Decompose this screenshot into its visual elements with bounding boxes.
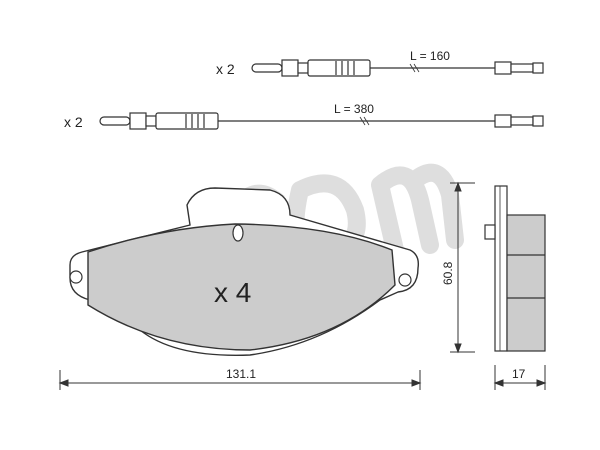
thickness-value: 17 [512,367,526,381]
wear-indicator [232,224,244,242]
right-mount-hole [398,273,412,287]
height-value: 60.8 [441,261,455,285]
width-dimension-line [58,370,422,390]
sensor-wire-short [251,59,544,77]
width-value: 131.1 [226,367,256,381]
sensor-short-quantity: x 2 [216,61,235,77]
pad-side-view [484,185,546,352]
left-mount-hole [69,270,83,284]
sensor-short-length: L = 160 [410,49,450,63]
friction-pad [87,223,396,351]
height-dimension-line [450,181,475,354]
sensor-long-length: L = 380 [334,102,374,116]
pad-quantity: x 4 [214,277,251,308]
thickness-dimension-line [493,365,547,390]
sensor-long-quantity: x 2 [64,114,83,130]
sensor-wire-long [99,112,544,130]
